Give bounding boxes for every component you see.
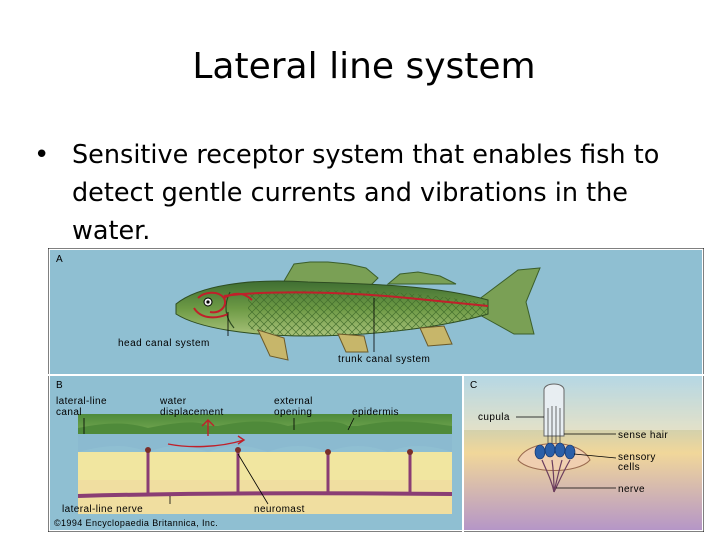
lateral-line-canal-label-2: canal xyxy=(56,407,82,418)
fish-illustration xyxy=(175,261,541,361)
panel-c-letter: C xyxy=(470,380,477,391)
water-displacement-label-2: displacement xyxy=(160,407,224,418)
trunk-canal-label: trunk canal system xyxy=(338,354,430,365)
lateral-line-figure: A head can xyxy=(48,248,704,532)
sensory-cells-label-2: cells xyxy=(618,462,640,473)
epidermis-label: epidermis xyxy=(352,407,399,418)
panel-a-letter: A xyxy=(56,254,63,265)
lateral-line-canal-label-1: lateral-line xyxy=(56,396,107,407)
panel-a: A head can xyxy=(50,250,702,374)
copyright-text: ©1994 Encyclopaedia Britannica, Inc. xyxy=(54,518,218,528)
neuromast-label: neuromast xyxy=(254,504,305,515)
sense-hair-label: sense hair xyxy=(618,430,668,441)
external-opening-label-2: opening xyxy=(274,407,312,418)
sensory-cells-label-1: sensory xyxy=(618,452,656,463)
slide-title: Lateral line system xyxy=(192,46,536,87)
head-canal-label: head canal system xyxy=(118,338,210,349)
lateral-line-nerve-label: lateral-line nerve xyxy=(62,504,143,515)
water-displacement-label-1: water xyxy=(159,396,187,407)
bullet-text: Sensitive receptor system that enables f… xyxy=(72,140,660,246)
panel-b-letter: B xyxy=(56,380,63,391)
bullet-dot-icon: • xyxy=(34,140,50,170)
panel-b: B lateral-line canal water displacement … xyxy=(50,376,462,530)
cupula-label: cupula xyxy=(478,412,510,423)
panel-c: C cupula sense hair se xyxy=(464,376,702,530)
nerve-label: nerve xyxy=(618,484,645,495)
external-opening-label-1: external xyxy=(274,396,313,407)
